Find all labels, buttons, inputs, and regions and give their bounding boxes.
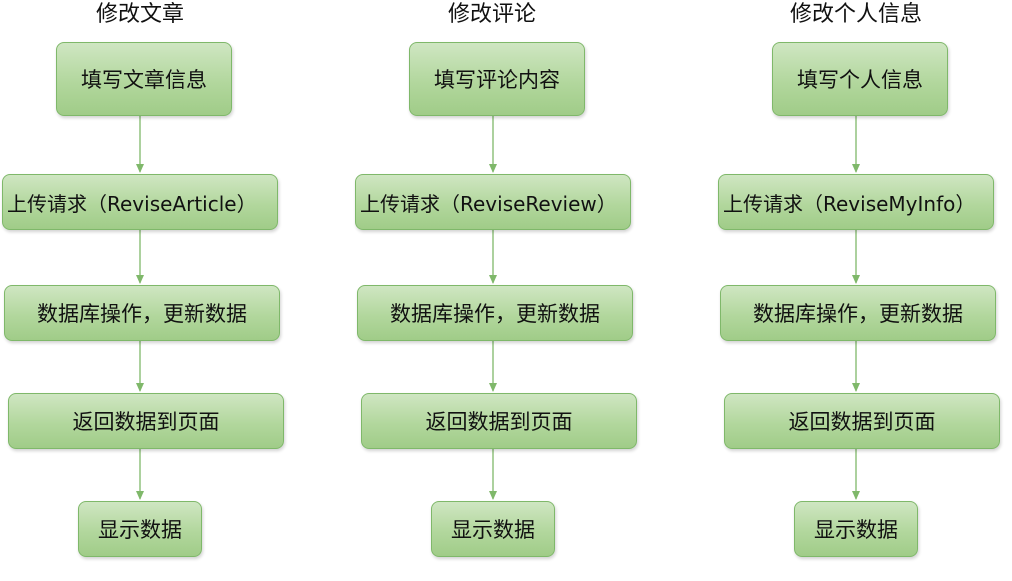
flow-title-revise-article: 修改文章 — [95, 2, 184, 27]
flow-title-revise-info: 修改个人信息 — [789, 2, 922, 27]
node-db-update-review: 数据库操作，更新数据 — [357, 285, 633, 341]
node-upload-request-info-label: 上传请求（ReviseMyInfo） — [723, 191, 976, 216]
node-upload-request-article-label: 上传请求（ReviseArticle） — [7, 191, 257, 216]
node-upload-request-info: 上传请求（ReviseMyInfo） — [718, 174, 994, 230]
node-return-data-info: 返回数据到页面 — [724, 393, 1000, 449]
node-db-update-info: 数据库操作，更新数据 — [720, 285, 996, 341]
flow-title-revise-review: 修改评论 — [447, 2, 536, 27]
node-fill-personal-info: 填写个人信息 — [772, 42, 948, 116]
node-upload-request-review-label: 上传请求（ReviseReview） — [360, 191, 617, 216]
node-show-data-review: 显示数据 — [431, 501, 555, 557]
node-show-data-article: 显示数据 — [78, 501, 202, 557]
node-upload-request-article: 上传请求（ReviseArticle） — [2, 174, 278, 230]
node-fill-article-info: 填写文章信息 — [56, 42, 232, 116]
node-fill-review-content: 填写评论内容 — [409, 42, 585, 116]
node-show-data-info: 显示数据 — [794, 501, 918, 557]
node-return-data-article: 返回数据到页面 — [8, 393, 284, 449]
node-upload-request-review: 上传请求（ReviseReview） — [355, 174, 631, 230]
node-db-update-article: 数据库操作，更新数据 — [4, 285, 280, 341]
node-return-data-review: 返回数据到页面 — [361, 393, 637, 449]
